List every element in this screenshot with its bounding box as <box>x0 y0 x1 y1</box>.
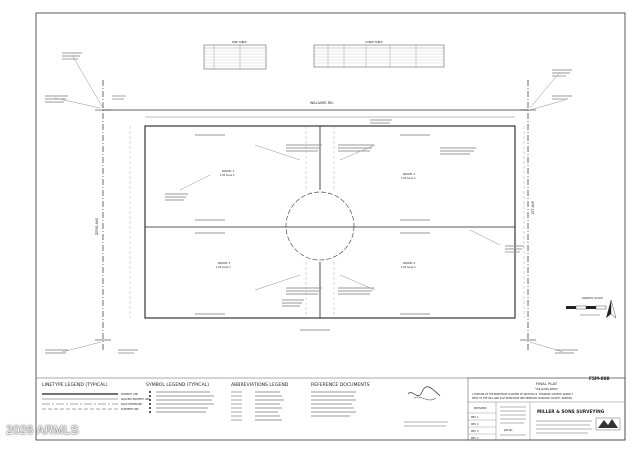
parcel-2-label: PARCEL 2 <box>403 172 416 176</box>
sheet-border <box>35 12 626 441</box>
curve-table-title: CURVE TABLE <box>365 40 383 44</box>
title-project: "WILLIAMS ZERO" <box>535 387 558 391</box>
company-logo-icon <box>595 417 621 431</box>
parcel-1-label: PARCEL 1 <box>222 169 235 173</box>
title-description-line-2: WEST OF THE GILA AND SALT RIVER BASE AND… <box>472 397 572 400</box>
property-boundary <box>144 125 516 319</box>
curve-table: CURVE TABLE <box>313 40 445 68</box>
company-name: MILLER & SONS SURVEYING <box>537 409 605 415</box>
sheet-id: FSM-888 <box>589 376 610 381</box>
road-label-zero-ave: ZERO AVE <box>95 218 99 235</box>
parcel-4-label: PARCEL 4 <box>403 261 416 265</box>
parcel-1-area: 1.05 Acres ± <box>220 174 235 177</box>
revision-1: REV. 1 <box>471 416 479 419</box>
revision-4: REV. 4 <box>471 437 479 440</box>
parcel-3-label: PARCEL 3 <box>218 261 231 265</box>
abbreviations-legend: ABBREVIATIONS LEGEND <box>231 382 289 421</box>
job-no-label: JOB NO. <box>503 429 513 432</box>
cul-de-sac <box>285 191 355 261</box>
parcel-3-area: 1.05 Acres ± <box>216 266 231 269</box>
symbol-legend-title: SYMBOL LEGEND (TYPICAL) <box>146 382 209 388</box>
title-block: FINAL PLAT "WILLIAMS ZERO" A PORTION OF … <box>467 377 626 441</box>
linetype-legend-title: LINETYPE LEGEND (TYPICAL) <box>42 382 108 388</box>
graphic-scale: GRAPHIC SCALE <box>566 296 607 316</box>
revision-2: REV. 2 <box>471 423 479 426</box>
linetype-item-centerline: ROAD CENTERLINE <box>121 403 142 406</box>
abbreviations-legend-title: ABBREVIATIONS LEGEND <box>231 382 289 388</box>
parcel-4-area: 1.05 Acres ± <box>401 266 416 269</box>
revisions-label: REVISIONS <box>474 407 487 410</box>
reference-documents: REFERENCE DOCUMENTS <box>311 382 370 417</box>
leader-lines <box>54 54 566 353</box>
graphic-scale-label: GRAPHIC SCALE <box>582 296 603 300</box>
road-label-first-ave: 1ST AVE <box>531 201 535 215</box>
line-table: LINE TABLE <box>203 40 267 70</box>
road-label-williams: WILLIAMS RD. <box>310 101 334 105</box>
reference-documents-title: REFERENCE DOCUMENTS <box>311 382 370 388</box>
revision-3: REV. 3 <box>471 430 479 433</box>
parcel-2-area: 1.05 Acres ± <box>401 177 416 180</box>
title-heading: FINAL PLAT <box>536 381 558 386</box>
surveyor-seal <box>404 386 448 427</box>
linetype-item-property: PROPERTY LINE <box>121 393 138 396</box>
linetype-item-easement: EASEMENT LINE <box>121 408 139 411</box>
linetype-legend: LINETYPE LEGEND (TYPICAL) PROPERTY LINE … <box>42 382 150 411</box>
line-table-title: LINE TABLE <box>232 40 247 44</box>
road-centerlines <box>95 80 536 350</box>
north-arrow-icon <box>606 299 617 319</box>
parcel-labels: PARCEL 1 1.05 Acres ± PARCEL 2 1.05 Acre… <box>216 169 416 269</box>
listing-watermark: 2026 ARMLS <box>6 423 79 437</box>
plat-notes <box>45 52 578 354</box>
symbol-legend: SYMBOL LEGEND (TYPICAL) <box>146 382 214 413</box>
linetype-item-adjacent: ADJACENT PROPERTY LINE <box>121 398 150 401</box>
title-description-line-1: A PORTION OF THE NORTHEAST QUARTER OF SE… <box>472 393 573 396</box>
